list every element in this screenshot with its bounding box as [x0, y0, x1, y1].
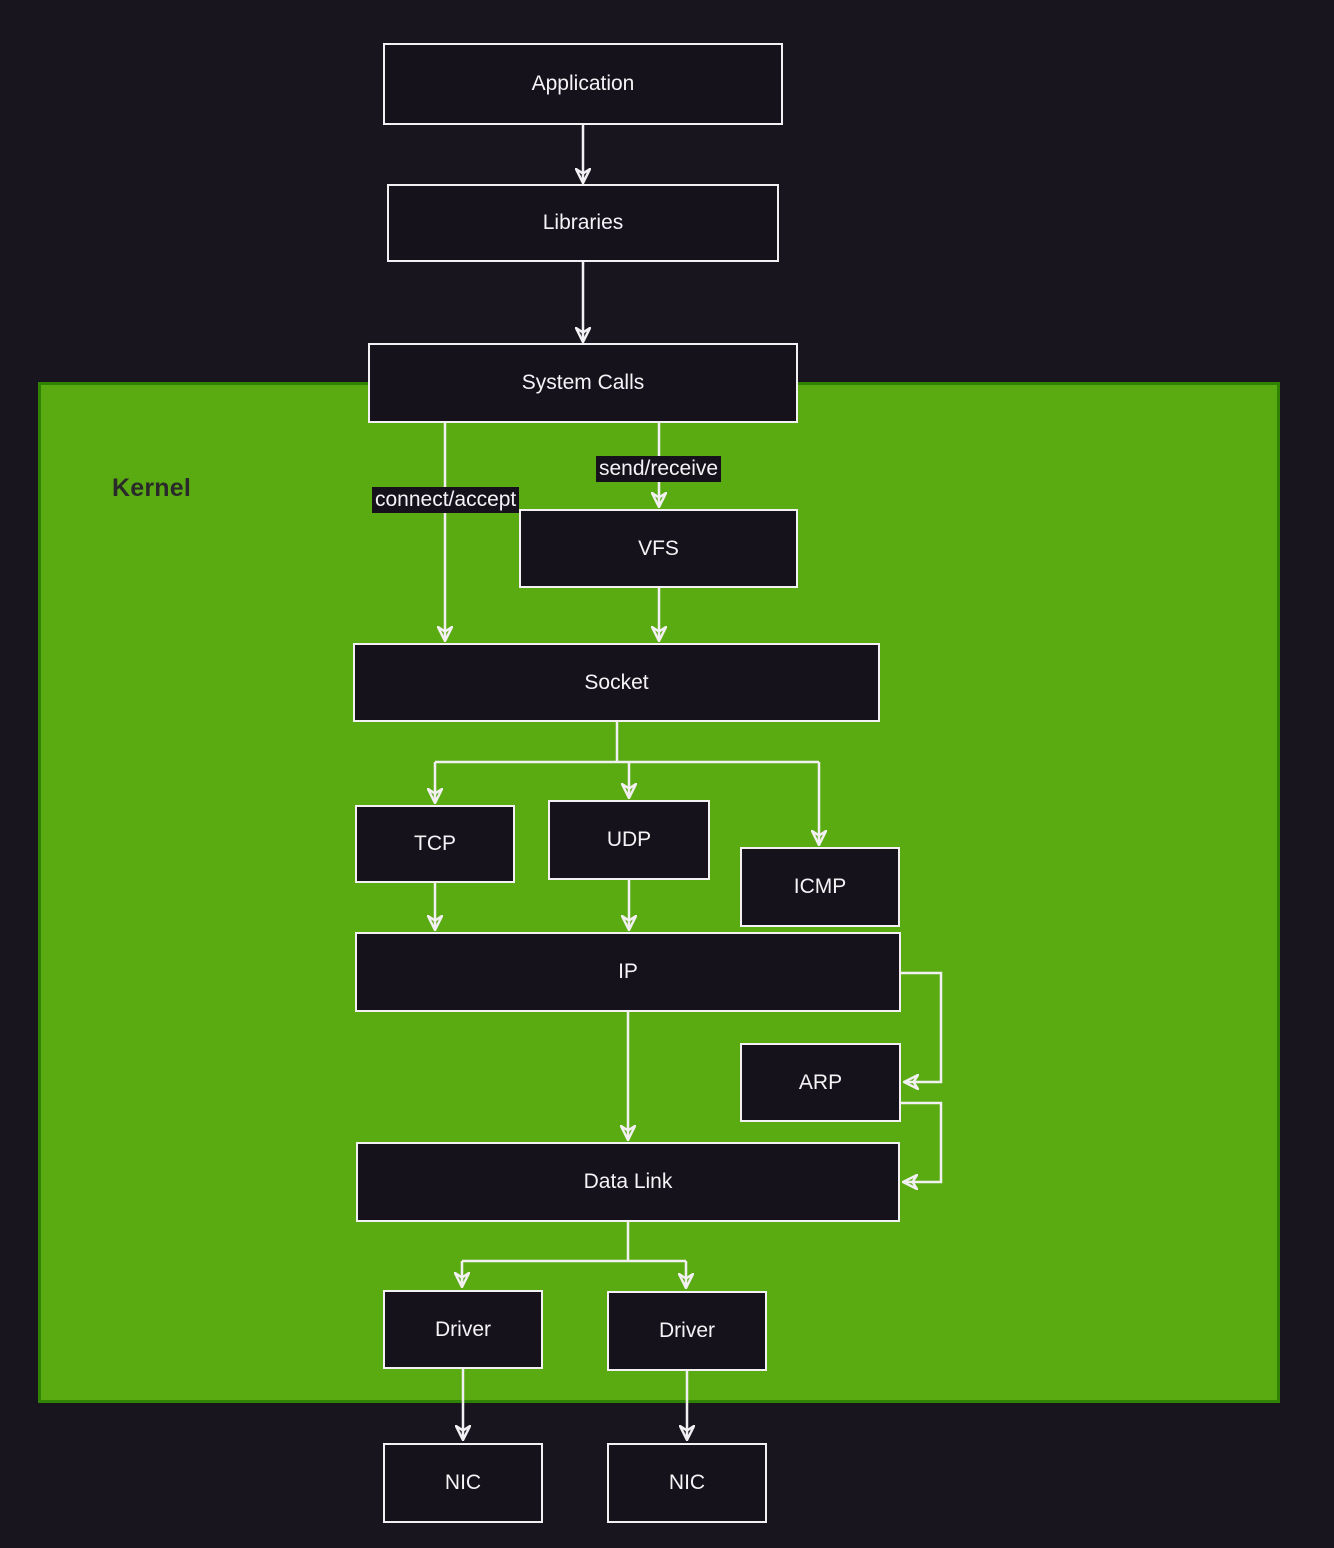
edge-arp-data-link: [901, 1101, 943, 1182]
node-data-link: Data Link: [356, 1142, 900, 1222]
node-application: Application: [383, 43, 783, 125]
node-driver-1: Driver: [383, 1290, 543, 1369]
kernel-region-label: Kernel: [112, 474, 192, 502]
node-vfs: VFS: [519, 509, 798, 588]
node-tcp: TCP: [355, 805, 515, 883]
node-arp: ARP: [740, 1043, 901, 1122]
node-nic-1: NIC: [383, 1443, 543, 1523]
node-driver-2: Driver: [607, 1291, 767, 1371]
edge-label-send-receive: send/receive: [596, 456, 722, 482]
node-libraries: Libraries: [387, 184, 779, 262]
node-icmp: ICMP: [740, 847, 900, 927]
edge-ip-arp: [901, 971, 943, 1082]
node-socket: Socket: [353, 643, 880, 722]
node-nic-2: NIC: [607, 1443, 767, 1523]
node-ip: IP: [355, 932, 901, 1012]
edge-label-connect-accept: connect/accept: [372, 487, 520, 513]
node-udp: UDP: [548, 800, 710, 880]
node-system-calls: System Calls: [368, 343, 798, 423]
